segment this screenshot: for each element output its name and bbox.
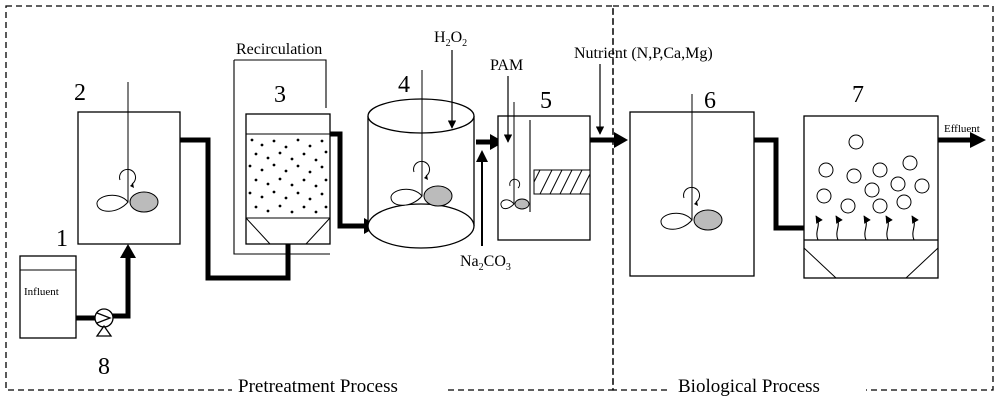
stirrer-icon (390, 160, 453, 207)
filter-media-particles (248, 138, 328, 214)
influent-tank: Influent (19, 255, 77, 339)
unit-number-1: 1 (56, 226, 68, 252)
stirrer-icon (660, 186, 723, 231)
pipe-reactor-6-to-reactor-7 (754, 137, 810, 231)
unit-number-8: 8 (98, 354, 110, 380)
unit-number-2: 2 (74, 80, 86, 106)
bioreactor-6 (629, 94, 755, 277)
pretreatment-label-bg (232, 374, 444, 398)
influent-label: Influent (24, 286, 59, 298)
nutrient-label: Nutrient (N,P,Ca,Mg) (574, 45, 713, 62)
unit-number-7: 7 (852, 82, 864, 108)
stirrer-icon (96, 168, 159, 213)
cylindrical-reactor-4 (367, 70, 475, 249)
recirculation-label: Recirculation (236, 41, 322, 58)
biological-label-bg (670, 374, 866, 398)
media-balls (816, 134, 930, 214)
na2co3-label: Na2CO3 (460, 253, 511, 273)
coagulation-tank-5 (497, 102, 591, 241)
unit-number-5: 5 (540, 88, 552, 114)
dosing-lines (447, 50, 605, 143)
biological-process-label: Biological Process (678, 376, 820, 397)
h2o2-label: H2O2 (434, 29, 467, 49)
na2co3-arrowhead (476, 150, 488, 162)
pump-icon (94, 308, 114, 337)
unit-number-6: 6 (704, 88, 716, 114)
packed-filter-3 (233, 59, 331, 255)
unit-number-4: 4 (398, 72, 410, 98)
pipe-reactor-2-to-filter-3 (180, 137, 291, 281)
main-flow-pipes (76, 131, 972, 321)
stirrer-icon (500, 178, 530, 210)
aeration-bubbles (815, 215, 919, 241)
pipe-filter-3-to-reactor-4 (330, 131, 364, 229)
stirred-reactor-2 (77, 82, 181, 245)
biofilter-7 (803, 115, 939, 279)
pretreatment-process-label: Pretreatment Process (238, 376, 398, 397)
effluent-label: Effluent (944, 123, 980, 135)
unit-number-3: 3 (274, 82, 286, 108)
pipe-pump-to-reactor-2 (112, 258, 131, 319)
pam-label: PAM (490, 57, 523, 74)
